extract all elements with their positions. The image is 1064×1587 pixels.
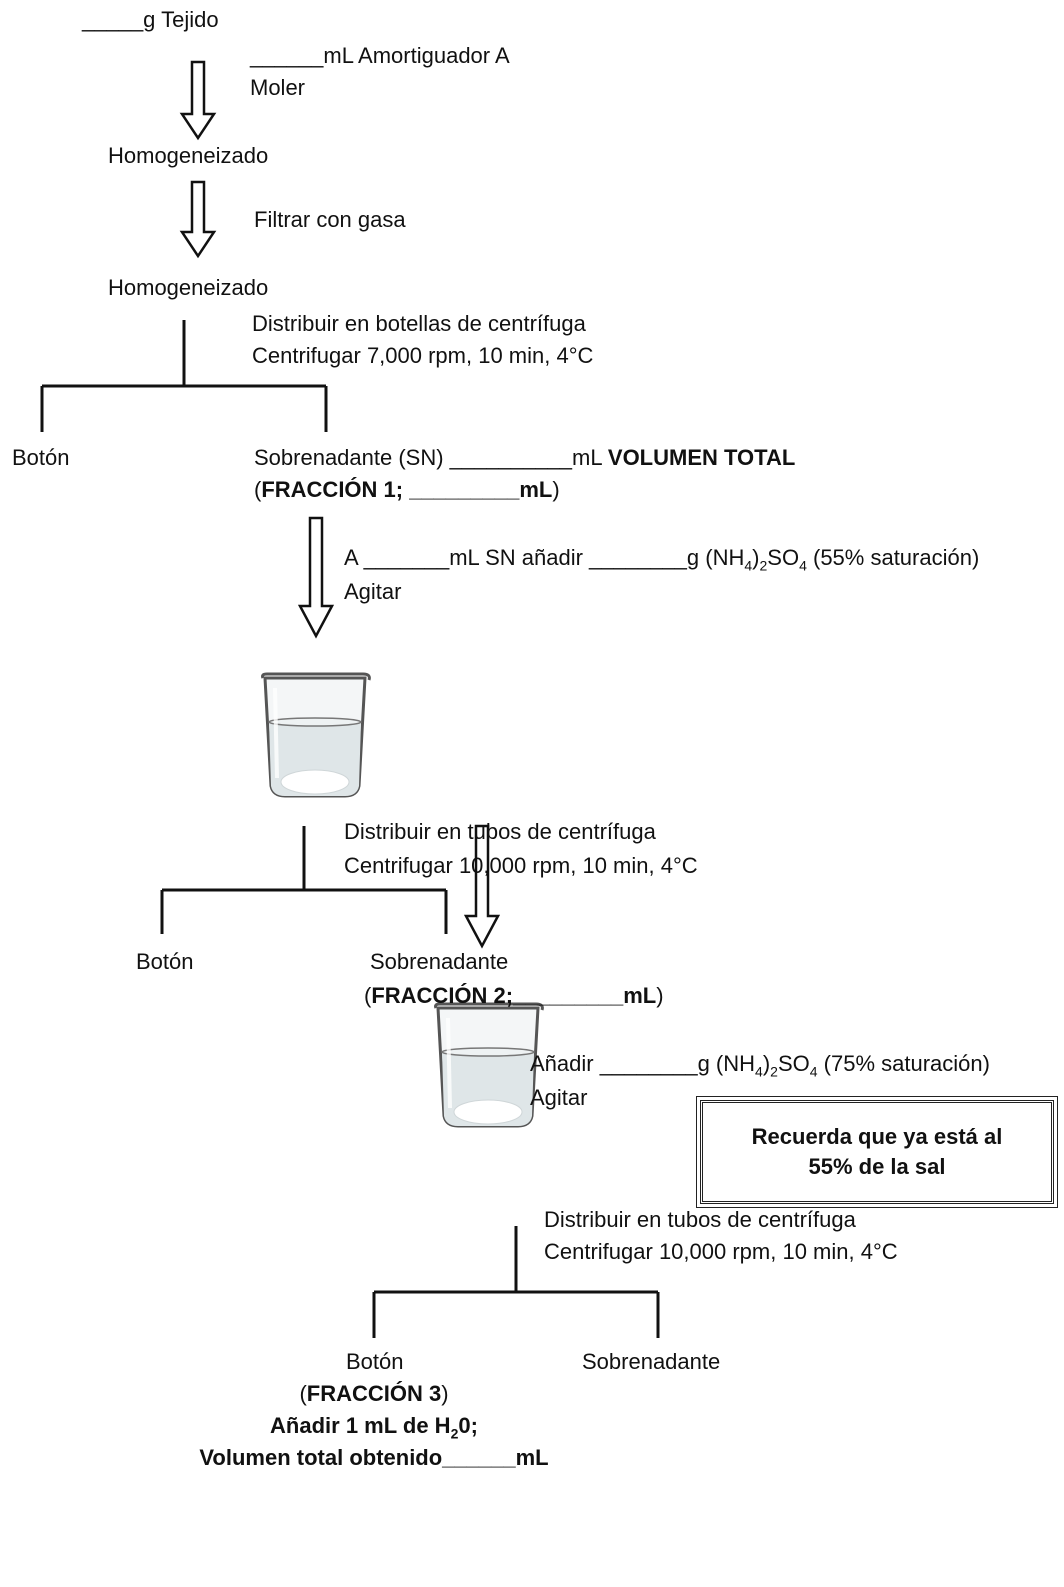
add-water-suffix: 0; bbox=[458, 1413, 478, 1438]
paren-open: ( bbox=[364, 983, 372, 1008]
hollow-down-arrow-icon bbox=[463, 824, 501, 949]
homogenate-label-2: Homogeneizado bbox=[108, 275, 269, 300]
fraction-2-text: FRACCIÓN 2;_________mL bbox=[371, 983, 657, 1008]
salt-addition-2-text: Añadir ________g (NH bbox=[530, 1051, 756, 1076]
subscript: 2 bbox=[770, 1063, 778, 1080]
homogenate-label-1: Homogeneizado bbox=[108, 143, 269, 168]
subscript: 4 bbox=[799, 557, 807, 574]
pellet-label-1: Botón bbox=[12, 445, 70, 470]
subscript: 4 bbox=[755, 1063, 763, 1080]
saturation-75-text: (75% saturación) bbox=[817, 1051, 990, 1076]
fraction-3-text: FRACCIÓN 3 bbox=[306, 1381, 442, 1406]
subscript: 2 bbox=[450, 1425, 459, 1442]
reminder-line-2: 55% de la sal bbox=[808, 1154, 946, 1179]
paren-close: ) bbox=[656, 983, 664, 1008]
pellet-label-3: Botón bbox=[346, 1349, 404, 1374]
hollow-down-arrow-icon bbox=[179, 180, 217, 259]
paren-close: ) bbox=[552, 477, 560, 502]
fraction-1-label: (FRACCIÓN 1; _________mL) bbox=[254, 476, 560, 504]
distribute-tubes-label-1: Distribuir en tubos de centrífuga bbox=[344, 819, 656, 844]
salt-addition-1-label: A _______mL SN añadir ________g (NH4)2SO… bbox=[344, 544, 979, 579]
add-water-text: Añadir 1 mL de H bbox=[270, 1413, 451, 1438]
total-volume-label: VOLUMEN TOTAL bbox=[607, 445, 796, 470]
paren-open: ( bbox=[254, 477, 262, 502]
supernatant-1-text: Sobrenadante (SN) __________mL bbox=[254, 445, 608, 470]
paren-close: ) bbox=[752, 545, 760, 570]
filter-label: Filtrar con gasa bbox=[254, 207, 406, 232]
hollow-down-arrow-icon bbox=[297, 516, 335, 639]
distribute-tubes-label-2: Distribuir en tubos de centrífuga bbox=[544, 1207, 856, 1232]
beaker-icon bbox=[433, 1002, 545, 1128]
reminder-callout: Recuerda que ya está al 55% de la sal bbox=[696, 1096, 1058, 1208]
paren-open: ( bbox=[299, 1381, 307, 1406]
salt-addition-2-label: Añadir ________g (NH4)2SO4 (75% saturaci… bbox=[530, 1050, 990, 1085]
subscript: 4 bbox=[744, 557, 753, 574]
fraction-1-text: FRACCIÓN 1; _________mL bbox=[261, 477, 553, 502]
distribute-bottles-label: Distribuir en botellas de centrífuga bbox=[252, 311, 586, 336]
centrifuge-10000-label-2: Centrifugar 10,000 rpm, 10 min, 4°C bbox=[544, 1239, 898, 1264]
fraction-3-label: (FRACCIÓN 3) bbox=[274, 1380, 474, 1408]
centrifuge-tree-2 bbox=[160, 826, 448, 934]
supernatant-3-label: Sobrenadante bbox=[582, 1349, 721, 1374]
reminder-line-1: Recuerda que ya está al bbox=[751, 1124, 1003, 1149]
buffer-label: ______mL Amortiguador A bbox=[250, 43, 510, 68]
saturation-55-text: (55% saturación) bbox=[806, 545, 980, 570]
pellet-label-2: Botón bbox=[136, 949, 194, 974]
paren-close: ) bbox=[762, 1051, 771, 1076]
supernatant-1-label: Sobrenadante (SN) __________mL VOLUMEN T… bbox=[254, 444, 795, 472]
agitate-label-2: Agitar bbox=[530, 1085, 588, 1110]
paren-close: ) bbox=[441, 1381, 449, 1406]
sulfate-text: SO bbox=[777, 1051, 810, 1076]
supernatant-2-label: Sobrenadante bbox=[370, 949, 509, 974]
fraction-2-label: (FRACCIÓN 2;_________mL) bbox=[364, 982, 664, 1010]
subscript: 4 bbox=[809, 1063, 818, 1080]
beaker-icon bbox=[260, 672, 372, 798]
hollow-down-arrow-icon bbox=[179, 60, 217, 141]
centrifuge-7000-label: Centrifugar 7,000 rpm, 10 min, 4°C bbox=[252, 343, 594, 368]
subscript: 2 bbox=[759, 557, 768, 574]
total-volume-obtained-label: Volumen total obtenido______mL bbox=[199, 1445, 549, 1470]
sulfate-text: SO bbox=[767, 545, 800, 570]
centrifuge-tree-3 bbox=[372, 1226, 660, 1338]
grind-label: Moler bbox=[250, 75, 306, 100]
salt-addition-1-text: A _______mL SN añadir ________g (NH bbox=[344, 545, 745, 570]
agitate-label-1: Agitar bbox=[344, 579, 402, 604]
centrifuge-10000-label-1: Centrifugar 10,000 rpm, 10 min, 4°C bbox=[344, 853, 698, 878]
centrifuge-tree-1 bbox=[40, 320, 328, 432]
add-water-label: Añadir 1 mL de H20; bbox=[224, 1412, 524, 1447]
tissue-label: _____g Tejido bbox=[82, 7, 219, 32]
